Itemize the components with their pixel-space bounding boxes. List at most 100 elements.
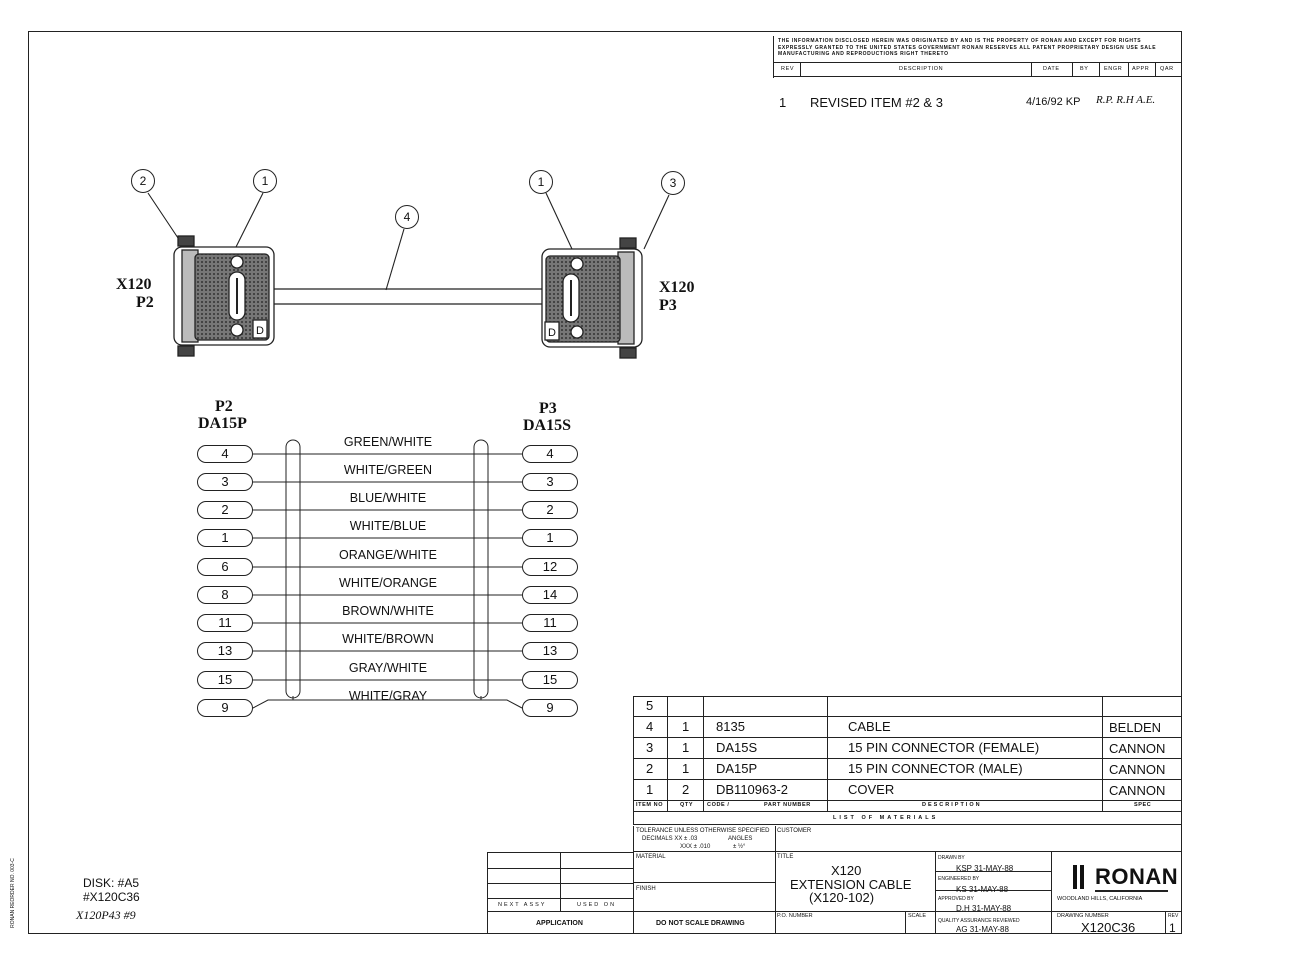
balloon-item-1-right: 1: [529, 170, 553, 194]
tolerance-decimals-xxx: XXX ± .010: [680, 844, 711, 850]
bom-spec: CANNON: [1109, 783, 1166, 798]
p3-pin: 12: [522, 558, 578, 576]
engineered-by-value: KS 31-MAY-88: [956, 885, 1009, 894]
company-name: RONAN: [1095, 864, 1179, 889]
disk-handwritten-note: X120P43 #9: [76, 908, 136, 922]
bill-of-materials: [633, 696, 1182, 826]
svg-text:D: D: [256, 325, 264, 337]
bom-header-qty: QTY: [680, 802, 694, 808]
approved-by-label: APPROVED BY: [938, 896, 974, 902]
bom-spec: CANNON: [1109, 741, 1166, 756]
bom-header-spec: SPEC: [1134, 802, 1152, 808]
p2-pin: 13: [197, 642, 253, 660]
bom-part-number: DB110963-2: [716, 782, 789, 797]
drawing-number-value: X120C36: [1081, 920, 1136, 935]
drawing-number-label: DRAWING NUMBER: [1057, 913, 1109, 919]
rev-value: 1: [1169, 921, 1176, 935]
wire-label: WHITE/BROWN: [342, 632, 434, 646]
p2-pin: 2: [197, 501, 253, 519]
revision-date-by: 4/16/92 KP: [1026, 96, 1081, 108]
bom-item: 2: [646, 761, 654, 776]
bom-spec: BELDEN: [1109, 720, 1162, 735]
bom-part-number: 8135: [716, 719, 745, 734]
company-location: WOODLAND HILLS, CALIFORNIA: [1057, 896, 1143, 902]
bom-description: COVER: [848, 782, 895, 797]
p2-pin: 8: [197, 586, 253, 604]
wire-label: WHITE/ORANGE: [339, 576, 437, 590]
bom-spec: CANNON: [1109, 762, 1166, 777]
p2-connector: D: [173, 235, 275, 357]
po-number-label: P.O. NUMBER: [777, 913, 813, 919]
p3-pin: 2: [522, 501, 578, 519]
p2-pin: 1: [197, 529, 253, 547]
p2-header-line2: DA15P: [198, 415, 247, 432]
qar-col-header: QAR: [1160, 66, 1174, 72]
p3-connector: D: [541, 237, 643, 359]
p3-pin: 1: [522, 529, 578, 547]
wiring-lines: [252, 439, 523, 709]
bom-item: 5: [646, 698, 654, 713]
wire-label: WHITE/GREEN: [343, 463, 433, 477]
bom-item: 4: [646, 719, 654, 734]
disk-label: DISK: #A5: [83, 876, 140, 890]
bom-item: 3: [646, 740, 654, 755]
ronan-logo-icon: [1073, 865, 1087, 889]
bom-part-number: DA15P: [716, 761, 758, 776]
wire-label: GREEN/WHITE: [343, 435, 433, 449]
left-connector-label-line1: X120: [116, 276, 152, 293]
proprietary-notice: THE INFORMATION DISCLOSED HEREIN WAS ORI…: [778, 38, 1157, 57]
list-of-materials-title: LIST OF MATERIALS: [833, 815, 939, 821]
tolerance-label: TOLERANCE UNLESS OTHERWISE SPECIFIED: [636, 828, 770, 834]
balloon-item-3-right: 3: [661, 171, 685, 195]
balloon-item-1-left: 1: [253, 169, 277, 193]
bom-qty: 1: [682, 740, 690, 755]
tolerance-decimals: DECIMALS XX ± .03: [642, 836, 698, 842]
bom-header-description: DESCRIPTION: [922, 802, 982, 808]
engr-col-header: ENGR: [1104, 66, 1123, 72]
balloon-item-2-left: 2: [131, 169, 155, 193]
engineered-by-label: ENGINEERED BY: [938, 876, 980, 882]
qa-reviewed-label: QUALITY ASSURANCE REVIEWED: [938, 918, 1020, 924]
wire-label: WHITE/GRAY: [348, 689, 428, 703]
right-connector-label-line1: X120: [659, 279, 695, 296]
revision-description: REVISED ITEM #2 & 3: [810, 95, 943, 110]
p2-pin: 9: [197, 699, 253, 717]
drawing-title-line3: (X120-102): [809, 890, 875, 905]
drawing-title-line1: X120: [831, 863, 862, 878]
do-not-scale-note: DO NOT SCALE DRAWING: [656, 920, 745, 927]
by-col-header: BY: [1080, 66, 1089, 72]
wire-label: GRAY/WHITE: [348, 661, 428, 675]
scale-label: SCALE: [908, 913, 927, 919]
bom-qty: 2: [682, 782, 690, 797]
bom-header-part-number: PART NUMBER: [764, 802, 811, 808]
bom-header-code: CODE /: [707, 802, 730, 808]
p2-pin: 6: [197, 558, 253, 576]
p3-pin: 3: [522, 473, 578, 491]
bom-description: 15 PIN CONNECTOR (FEMALE): [848, 740, 1040, 755]
bom-item: 1: [646, 782, 654, 797]
revision-number: 1: [779, 95, 787, 110]
p3-pin: 13: [522, 642, 578, 660]
p2-header-line1: P2: [215, 398, 233, 415]
left-connector-label-line2: P2: [136, 294, 154, 311]
wire-label: BROWN/WHITE: [342, 604, 434, 618]
date-col-header: DATE: [1043, 66, 1060, 72]
p2-pin: 11: [197, 614, 253, 632]
next-assy-label: NEXT ASSY: [498, 902, 547, 908]
p3-pin: 15: [522, 671, 578, 689]
rev-col-header: REV: [781, 66, 795, 72]
p3-pin: 4: [522, 445, 578, 463]
bom-header-item: ITEM NO: [636, 802, 664, 808]
material-label: MATERIAL: [636, 854, 666, 860]
title-label: TITLE: [777, 854, 794, 860]
reorder-side-note: RONAN REORDER NO. 003-C: [9, 858, 16, 928]
p3-header-line2: DA15S: [523, 417, 572, 434]
p2-pin: 15: [197, 671, 253, 689]
drawing-frame: [28, 31, 1182, 934]
appr-col-header: APPR: [1132, 66, 1150, 72]
description-col-header: DESCRIPTION: [899, 66, 944, 72]
bom-description: 15 PIN CONNECTOR (MALE): [848, 761, 1023, 776]
used-on-label: USED ON: [577, 902, 617, 908]
bom-part-number: DA15S: [716, 740, 758, 755]
